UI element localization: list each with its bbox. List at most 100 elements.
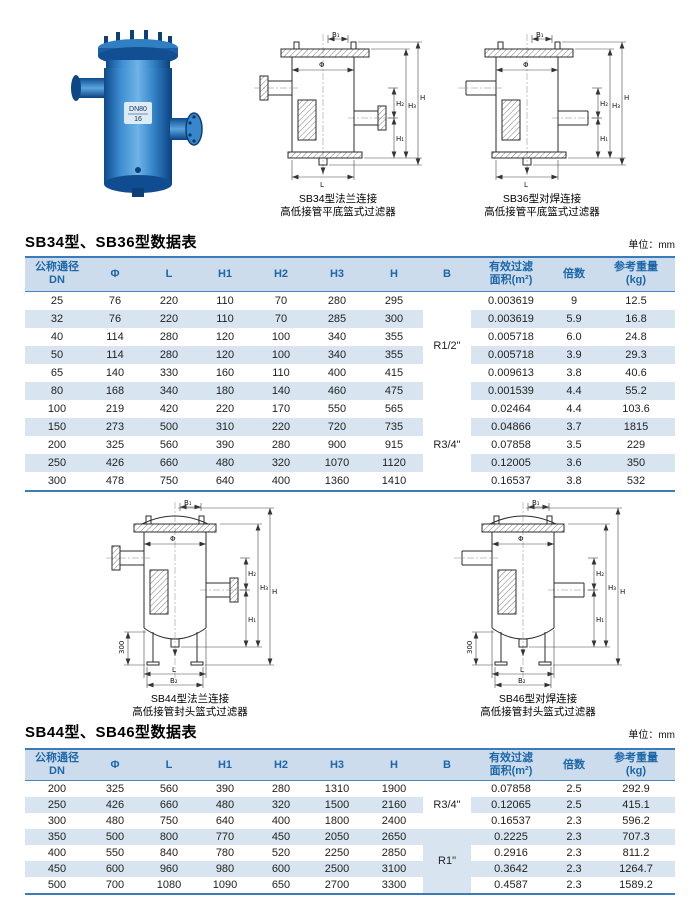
dim-phi-label: Φ <box>170 535 176 543</box>
b-thread-size-cell: R3/4" <box>433 438 461 451</box>
value-cell: 2.3 <box>566 815 582 827</box>
caption-line: SB44型法兰连接 <box>150 693 230 705</box>
value-cell: 1120 <box>382 456 406 469</box>
value-cell: 500 <box>105 831 125 843</box>
value-cell: 220 <box>271 420 291 433</box>
product-photo-svg: DN80 16 <box>71 30 203 197</box>
dim-b2-label: B₂ <box>518 677 526 685</box>
value-cell: 280 <box>271 783 291 795</box>
value-cell: 750 <box>159 474 179 487</box>
column-header: Φ <box>89 257 141 292</box>
value-cell: 0.07858 <box>491 438 531 451</box>
value-cell: 650 <box>271 879 291 891</box>
dn-cell: 250 <box>47 799 67 811</box>
value-cell: 0.4587 <box>494 879 528 891</box>
value-cell: 0.04866 <box>491 420 531 433</box>
b-thread-size-cell: R3/4" <box>433 799 461 811</box>
dn-cell: 350 <box>47 831 67 843</box>
dim-l-label: L <box>520 666 524 674</box>
caption-line: SB46型对焊连接 <box>498 693 578 705</box>
value-cell: 6.0 <box>566 330 582 343</box>
value-cell: 0.009613 <box>488 366 534 379</box>
value-cell: 12.5 <box>625 294 647 307</box>
value-cell: 140 <box>105 366 125 379</box>
value-cell: 480 <box>215 456 235 469</box>
table1-unit-label: 单位：mm <box>628 240 675 251</box>
value-cell: 120 <box>215 348 235 361</box>
dim-phi-label: Φ <box>319 61 325 69</box>
value-cell: 340 <box>327 348 347 361</box>
value-cell: 2050 <box>324 831 350 843</box>
value-cell: 3300 <box>381 879 407 891</box>
sb44-figure: B₁ Φ 300 H₂ H₁ H₃ H L B₂ SB44型法兰连接 高低接管封… <box>100 498 280 719</box>
value-cell: 4.4 <box>566 402 582 415</box>
value-cell: 0.005718 <box>488 330 534 343</box>
value-cell: 2.3 <box>566 863 582 875</box>
sb46-figure: B₁ Φ 300 H₂ H₁ H₃ H L B₂ SB46型对焊连接 高低接管封… <box>448 498 628 719</box>
value-cell: 24.8 <box>625 330 647 343</box>
value-cell: 285 <box>327 312 347 325</box>
caption-line: SB36型对焊连接 <box>502 193 582 205</box>
value-cell: 1360 <box>324 474 350 487</box>
column-header: 倍数 <box>551 257 597 292</box>
dn-cell: 300 <box>47 474 67 487</box>
value-cell: 0.12065 <box>491 799 531 811</box>
value-cell: 640 <box>215 474 235 487</box>
value-cell: 273 <box>105 420 125 433</box>
dim-h1-label: H₁ <box>596 616 604 624</box>
sb44-drawing: B₁ Φ 300 H₂ H₁ H₃ H L B₂ <box>106 499 277 688</box>
caption-line: 高低接管平底篮式过滤器 <box>484 206 600 218</box>
dim-h2-label: H₂ <box>596 570 604 578</box>
dim-l-label: L <box>320 181 324 189</box>
value-cell: 3100 <box>381 863 407 875</box>
dim-b1-label: B₁ <box>536 31 544 39</box>
value-cell: 660 <box>159 799 179 811</box>
dn-cell: 400 <box>47 847 67 859</box>
value-cell: 478 <box>105 474 125 487</box>
column-header: B <box>423 257 471 292</box>
value-cell: 1410 <box>381 474 407 487</box>
caption-line: 高低接管平底篮式过滤器 <box>280 206 396 218</box>
value-cell: 2250 <box>324 847 350 859</box>
value-cell: 292.9 <box>622 783 650 795</box>
dn-cell: 40 <box>50 330 64 343</box>
value-cell: 3.8 <box>566 366 582 379</box>
dn-cell: 80 <box>50 384 64 397</box>
value-cell: 0.2916 <box>494 847 528 859</box>
value-cell: 2.5 <box>566 783 582 795</box>
value-cell: 320 <box>271 456 291 469</box>
value-cell: 0.2225 <box>494 831 528 843</box>
value-cell: 100 <box>271 348 291 361</box>
left-nozzle <box>74 78 106 98</box>
value-cell: 700 <box>105 879 125 891</box>
dn-cell: 65 <box>50 366 64 379</box>
dim-h2-label: H₂ <box>396 100 404 108</box>
value-cell: 420 <box>159 402 179 415</box>
value-cell: 980 <box>215 863 235 875</box>
value-cell: 915 <box>384 438 404 451</box>
value-cell: 0.003619 <box>488 294 534 307</box>
caption-line: 高低接管封头篮式过滤器 <box>480 706 596 718</box>
value-cell: 325 <box>105 783 125 795</box>
table2-unit-label: 单位：mm <box>628 730 675 741</box>
value-cell: 660 <box>159 456 179 469</box>
value-cell: 1090 <box>212 879 238 891</box>
dim-phi-label: Φ <box>523 61 529 69</box>
dim-h3-label: H₃ <box>608 584 616 592</box>
value-cell: 280 <box>327 294 347 307</box>
sb34-figure: B₁ Φ H₂ H₁ H₃ H L SB34型法兰连接 高低接管平底篮式过滤器 <box>248 30 428 219</box>
dim-h1-label: H₁ <box>396 135 404 143</box>
sb44-caption: SB44型法兰连接 高低接管封头篮式过滤器 <box>100 693 280 719</box>
value-cell: 300 <box>384 312 404 325</box>
column-header: H3 <box>309 257 365 292</box>
value-cell: 280 <box>159 348 179 361</box>
